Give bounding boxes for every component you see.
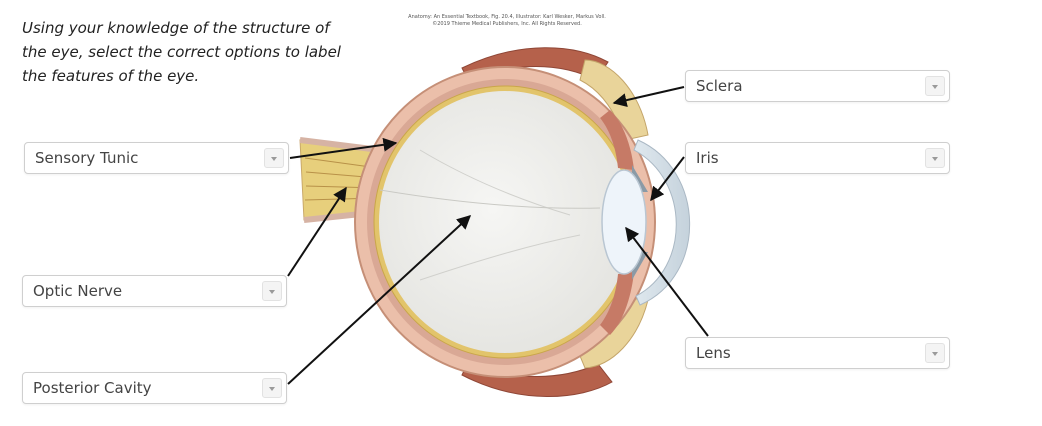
lens-graphic [601,169,647,275]
image-credit: Anatomy: An Essential Textbook, Fig. 20.… [372,14,642,28]
pointer-optic-nerve [287,186,347,277]
sclera-select[interactable]: Sclera [685,70,950,102]
chevron-down-icon[interactable] [262,378,282,398]
ciliary-body-lower [600,272,634,335]
sensory-tunic-select[interactable]: Sensory Tunic [24,142,289,174]
sclera-select-value: Sclera [696,77,743,95]
optic-nerve-select-value: Optic Nerve [33,282,123,300]
pointer-posterior-cavity [287,215,472,385]
pointer-iris [650,156,685,202]
chevron-down-icon[interactable] [262,281,282,301]
instructions-text: Using your knowledge of the structure of… [22,19,341,85]
credit-line-1: Anatomy: An Essential Textbook, Fig. 20.… [408,14,606,20]
lens-select[interactable]: Lens [685,337,950,369]
pointer-sensory-tunic [289,137,398,159]
chevron-down-icon[interactable] [925,148,945,168]
chevron-down-icon[interactable] [925,343,945,363]
vitreous-body-graphic [379,91,631,353]
credit-line-2: ©2019 Thieme Medical Publishers, Inc. Al… [432,21,582,27]
posterior-cavity-select-value: Posterior Cavity [33,379,152,397]
pointer-lens [625,226,709,337]
iris-select-value: Iris [696,149,719,167]
iris-select[interactable]: Iris [685,142,950,174]
pointer-sclera [612,86,685,108]
lens-select-value: Lens [696,344,731,362]
posterior-cavity-select[interactable]: Posterior Cavity [22,372,287,404]
sensory-tunic-select-value: Sensory Tunic [35,149,139,167]
chevron-down-icon[interactable] [925,76,945,96]
cornea-graphic [633,139,691,306]
optic-nerve-select[interactable]: Optic Nerve [22,275,287,307]
ciliary-body-upper [600,110,634,170]
chevron-down-icon[interactable] [264,148,284,168]
